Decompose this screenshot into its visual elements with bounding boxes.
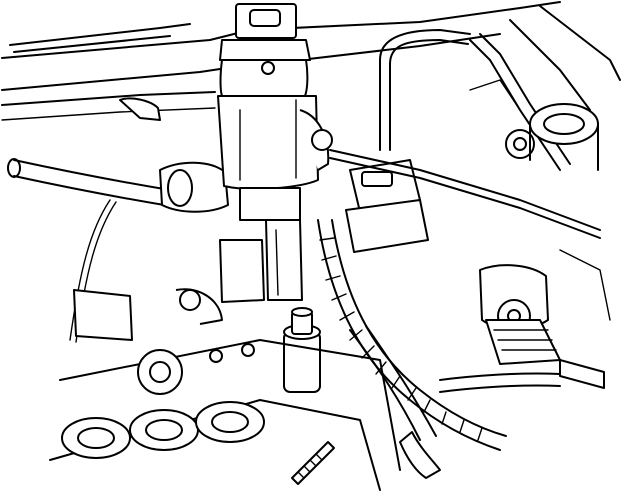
throttle-body-assembly [217,3,333,301]
lower-hose [349,325,441,479]
wiring-harness [439,79,611,393]
fuel-lines [329,29,601,239]
brake-fluid-reservoir [345,159,429,253]
idle-air-control-valve [479,264,561,365]
wiper-arm [9,23,191,121]
vacuum-hose [7,158,229,213]
pcv-valve [283,307,321,393]
hood-edge [1,1,621,121]
intake-ports [61,401,265,459]
corrugated-wiring-conduit [317,219,507,451]
mounting-stud [291,441,335,485]
strut-tower [529,103,599,171]
left-bracket [73,239,265,341]
fuel-rail-bracket [49,339,401,491]
